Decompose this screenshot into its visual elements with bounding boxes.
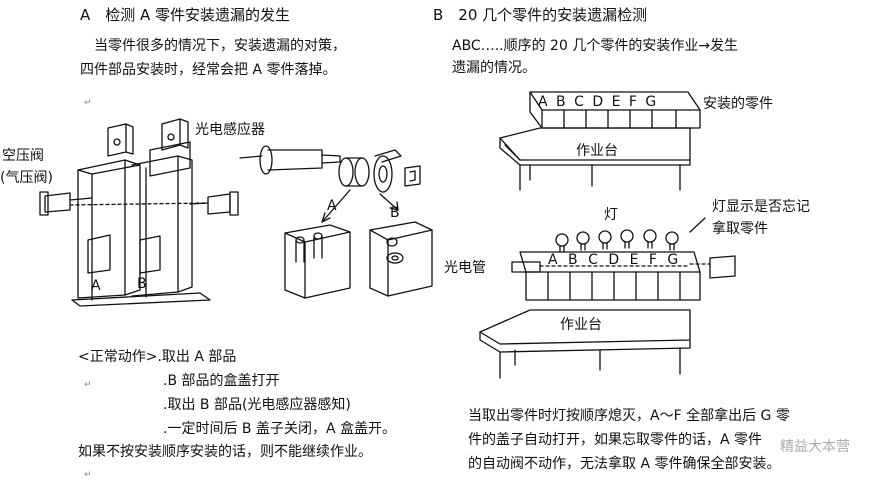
box-a-letter: A (91, 278, 101, 294)
bin-letter-c: C (588, 252, 601, 268)
lamp-note-line1: 灯显示是否忘记 (712, 199, 810, 215)
bin-letter-a: A (548, 252, 561, 268)
step-lid-close: .一定时间后 B 盖子关闭，A 盒盖开。 (163, 421, 396, 437)
step-normal-action: <正常动作>.取出 A 部品 (78, 349, 237, 365)
section-b-intro-line1: ABC…..顺序的 20 几个零件的安装作业→发生 (452, 38, 739, 54)
box-b-letter: B (137, 276, 147, 292)
step-take-b: .取出 B 部品(光电感应器感知) (163, 397, 351, 413)
arrow-a-letter: A (327, 198, 337, 214)
section-b-heading: B 20 几个零件的安装遗漏检测 (433, 6, 648, 24)
section-b-intro-line2: 遗漏的情况。 (452, 60, 536, 76)
lower-bin-letters: A B C D E F G (548, 252, 681, 268)
upper-workbench (499, 127, 691, 191)
bin-letter-b: B (556, 94, 568, 110)
lower-workbench (479, 309, 691, 379)
lamp-note-line2: 拿取零件 (712, 221, 768, 237)
bin-letter-g: G (645, 94, 659, 110)
workbench-bottom-label: 作业台 (560, 317, 602, 333)
parts-label: 安装的零件 (703, 96, 773, 112)
bin-letter-f: F (628, 94, 639, 110)
summary-line2: 件的盖子自动打开，如果忘取零件的话，A 零件 (468, 432, 763, 448)
paragraph-mark: ↵ (84, 470, 92, 480)
sequence-note: 如果不按安装顺序安装的话，则不能继续作业。 (78, 444, 372, 460)
section-a-heading: A 检测 A 零件安装遗漏的发生 (80, 6, 291, 24)
workbench-top-label: 作业台 (576, 143, 618, 159)
bin-letter-f: F (648, 252, 660, 268)
air-valve-sub-label: (气压阀) (0, 170, 53, 186)
bin-letter-b: B (568, 252, 581, 268)
bin-letter-a: A (538, 94, 550, 110)
lamp-label: 灯 (604, 207, 618, 223)
bin-letter-e: E (611, 94, 623, 110)
paragraph-mark: ↵ (84, 380, 92, 390)
section-a-intro-line2: 四件部品安装时，经常会把 A 零件落掉。 (80, 62, 337, 78)
step-open-b-lid: .B 部品的盒盖打开 (163, 373, 280, 389)
air-valve-label: 空压阀 (2, 148, 44, 164)
bin-letter-d: D (608, 252, 623, 268)
watermark: 精益大本营 (780, 439, 850, 455)
parts-box-pair (39, 118, 239, 307)
paragraph-mark: ↵ (84, 98, 92, 108)
photo-tube-label: 光电管 (444, 260, 486, 276)
lamp-row (555, 217, 706, 253)
arrow-b-letter: B (390, 205, 400, 221)
bin-letter-g: G (667, 252, 682, 268)
bin-letter-c: C (574, 94, 586, 110)
upper-bin-letters: A B C D E F G (538, 94, 658, 110)
lower-parts-rack (511, 251, 736, 301)
summary-line1: 当取出零件时灯按顺序熄灭，A～F 全部拿出后 G 零 (468, 408, 790, 424)
small-bins (284, 221, 433, 299)
bin-letter-d: D (592, 94, 606, 110)
section-a-intro-line1: 当零件很多的情况下，安装遗漏的对策， (94, 38, 346, 54)
assembly-parts (239, 145, 421, 223)
bin-letter-e: E (629, 252, 642, 268)
photo-sensor-label: 光电感应器 (195, 122, 265, 138)
summary-line3: 的自动阀不动作，无法拿取 A 零件确保全部安装。 (468, 456, 781, 472)
